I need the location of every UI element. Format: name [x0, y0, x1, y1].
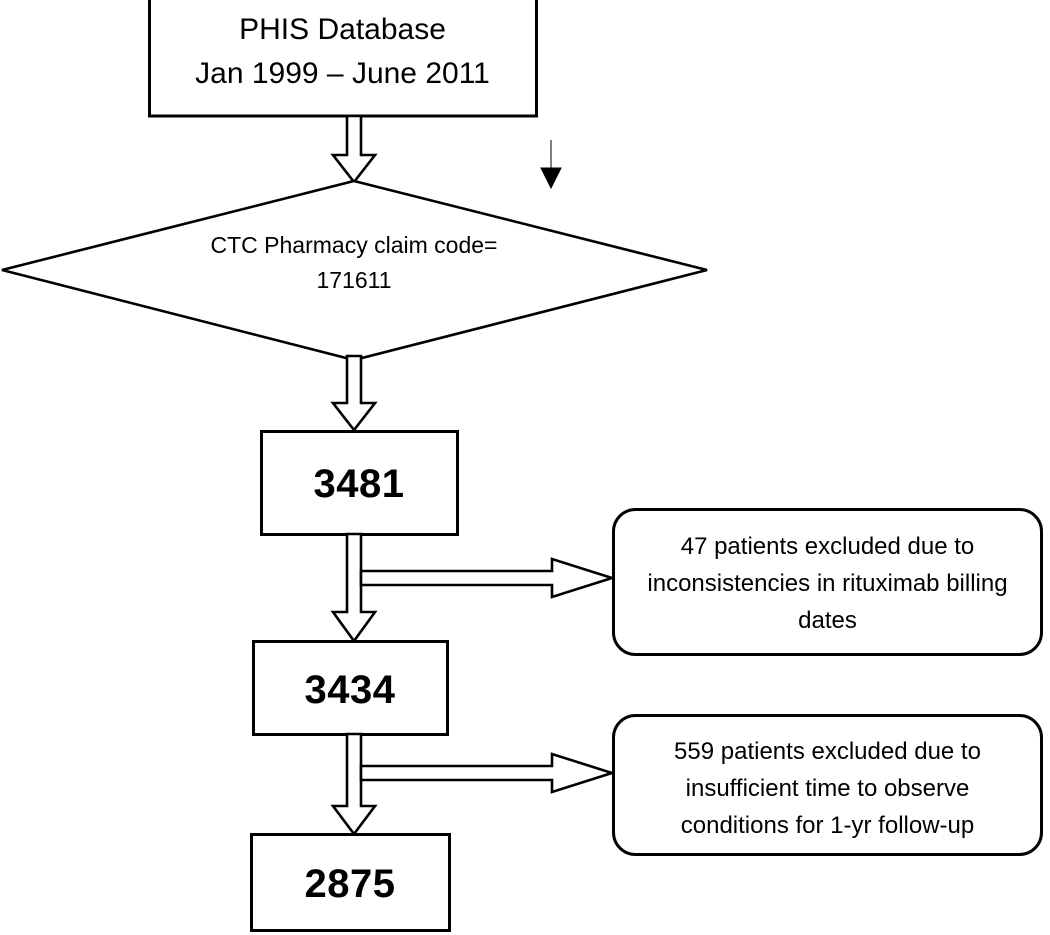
exclusion1-box-shape — [612, 508, 1043, 656]
arrow-source-to-decision — [330, 114, 378, 185]
arrow-count2-to-count3 — [330, 732, 378, 837]
decision-diamond-shape — [1, 179, 708, 362]
exclusion2-box-shape — [612, 714, 1043, 856]
arrow-count1-to-count2 — [330, 532, 378, 644]
count2-box-shape — [252, 640, 449, 736]
stray-down-arrow-icon — [540, 140, 562, 190]
arrow-decision-to-count1 — [330, 354, 378, 433]
arrow-to-exclusion2 — [359, 752, 617, 794]
count3-box-shape — [250, 833, 451, 932]
count1-box-shape — [260, 430, 459, 536]
arrow-to-exclusion1 — [359, 557, 617, 599]
source-box-shape — [148, 0, 538, 118]
